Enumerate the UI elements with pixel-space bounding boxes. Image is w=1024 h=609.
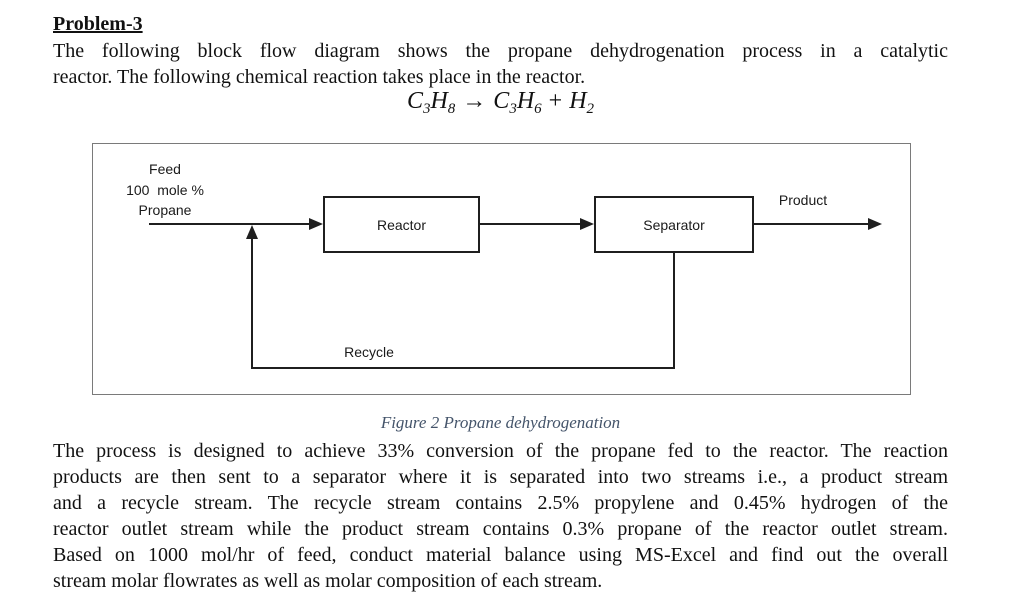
recycle-stream-label: Recycle: [344, 344, 394, 360]
text-line: reactor outlet stream while the product …: [53, 518, 948, 540]
reaction-equation: C3H8→C3H6+H2: [53, 86, 948, 118]
eq-species: C: [406, 88, 423, 114]
text-line: The following block flow diagram shows t…: [53, 40, 948, 62]
recycle-line: [251, 238, 675, 369]
flow-lines: [149, 218, 882, 369]
eq-subscript: 6: [534, 101, 542, 117]
text-line: reactor. The following chemical reaction…: [53, 66, 586, 88]
eq-species: C: [493, 88, 510, 114]
feed-arrowhead: [309, 218, 323, 230]
reactor-to-separator-arrowhead: [580, 218, 594, 230]
text-line: Based on 1000 mol/hr of feed, conduct ma…: [53, 544, 948, 566]
problem-title: Problem-3: [53, 11, 948, 37]
recycle-arrowhead: [246, 225, 258, 239]
feed-label-line: 100 mole %: [126, 181, 204, 198]
intro-paragraph: The following block flow diagram shows t…: [53, 38, 948, 90]
separator-label: Separator: [643, 216, 705, 233]
eq-species: H: [516, 88, 535, 114]
eq-subscript: 2: [586, 101, 595, 117]
text-line: and a recycle stream. The recycle stream…: [53, 492, 948, 514]
text-line: The process is designed to achieve 33% c…: [53, 440, 948, 462]
figure-caption: Figure 2 Propane dehydrogenation: [380, 413, 621, 432]
feed-stream-label: Feed 100 mole % Propane: [101, 159, 229, 221]
eq-subscript: 8: [447, 101, 456, 117]
reactor-label: Reactor: [376, 216, 427, 233]
text-line: products are then sent to a separator wh…: [53, 466, 948, 488]
product-stream-label: Product: [778, 192, 828, 208]
eq-species: H: [569, 88, 587, 114]
plus-sign: +: [548, 88, 563, 114]
separator-box: Separator: [594, 196, 754, 253]
text-line: stream molar flowrates as well as molar …: [53, 570, 603, 592]
eq-species: H: [430, 88, 448, 114]
body-paragraph: The process is designed to achieve 33% c…: [53, 438, 948, 594]
product-arrowhead: [868, 218, 882, 230]
eq-subscript: 3: [422, 101, 431, 117]
reactor-box: Reactor: [323, 196, 480, 253]
feed-label-line: Propane: [138, 202, 192, 218]
eq-subscript: 3: [509, 101, 517, 117]
block-flow-diagram: Feed 100 mole % Propane Reactor Separato…: [92, 143, 911, 395]
reaction-arrow: →: [462, 88, 487, 114]
feed-label-line: Feed: [149, 161, 181, 177]
problem-title-text: Problem-3: [53, 13, 143, 35]
